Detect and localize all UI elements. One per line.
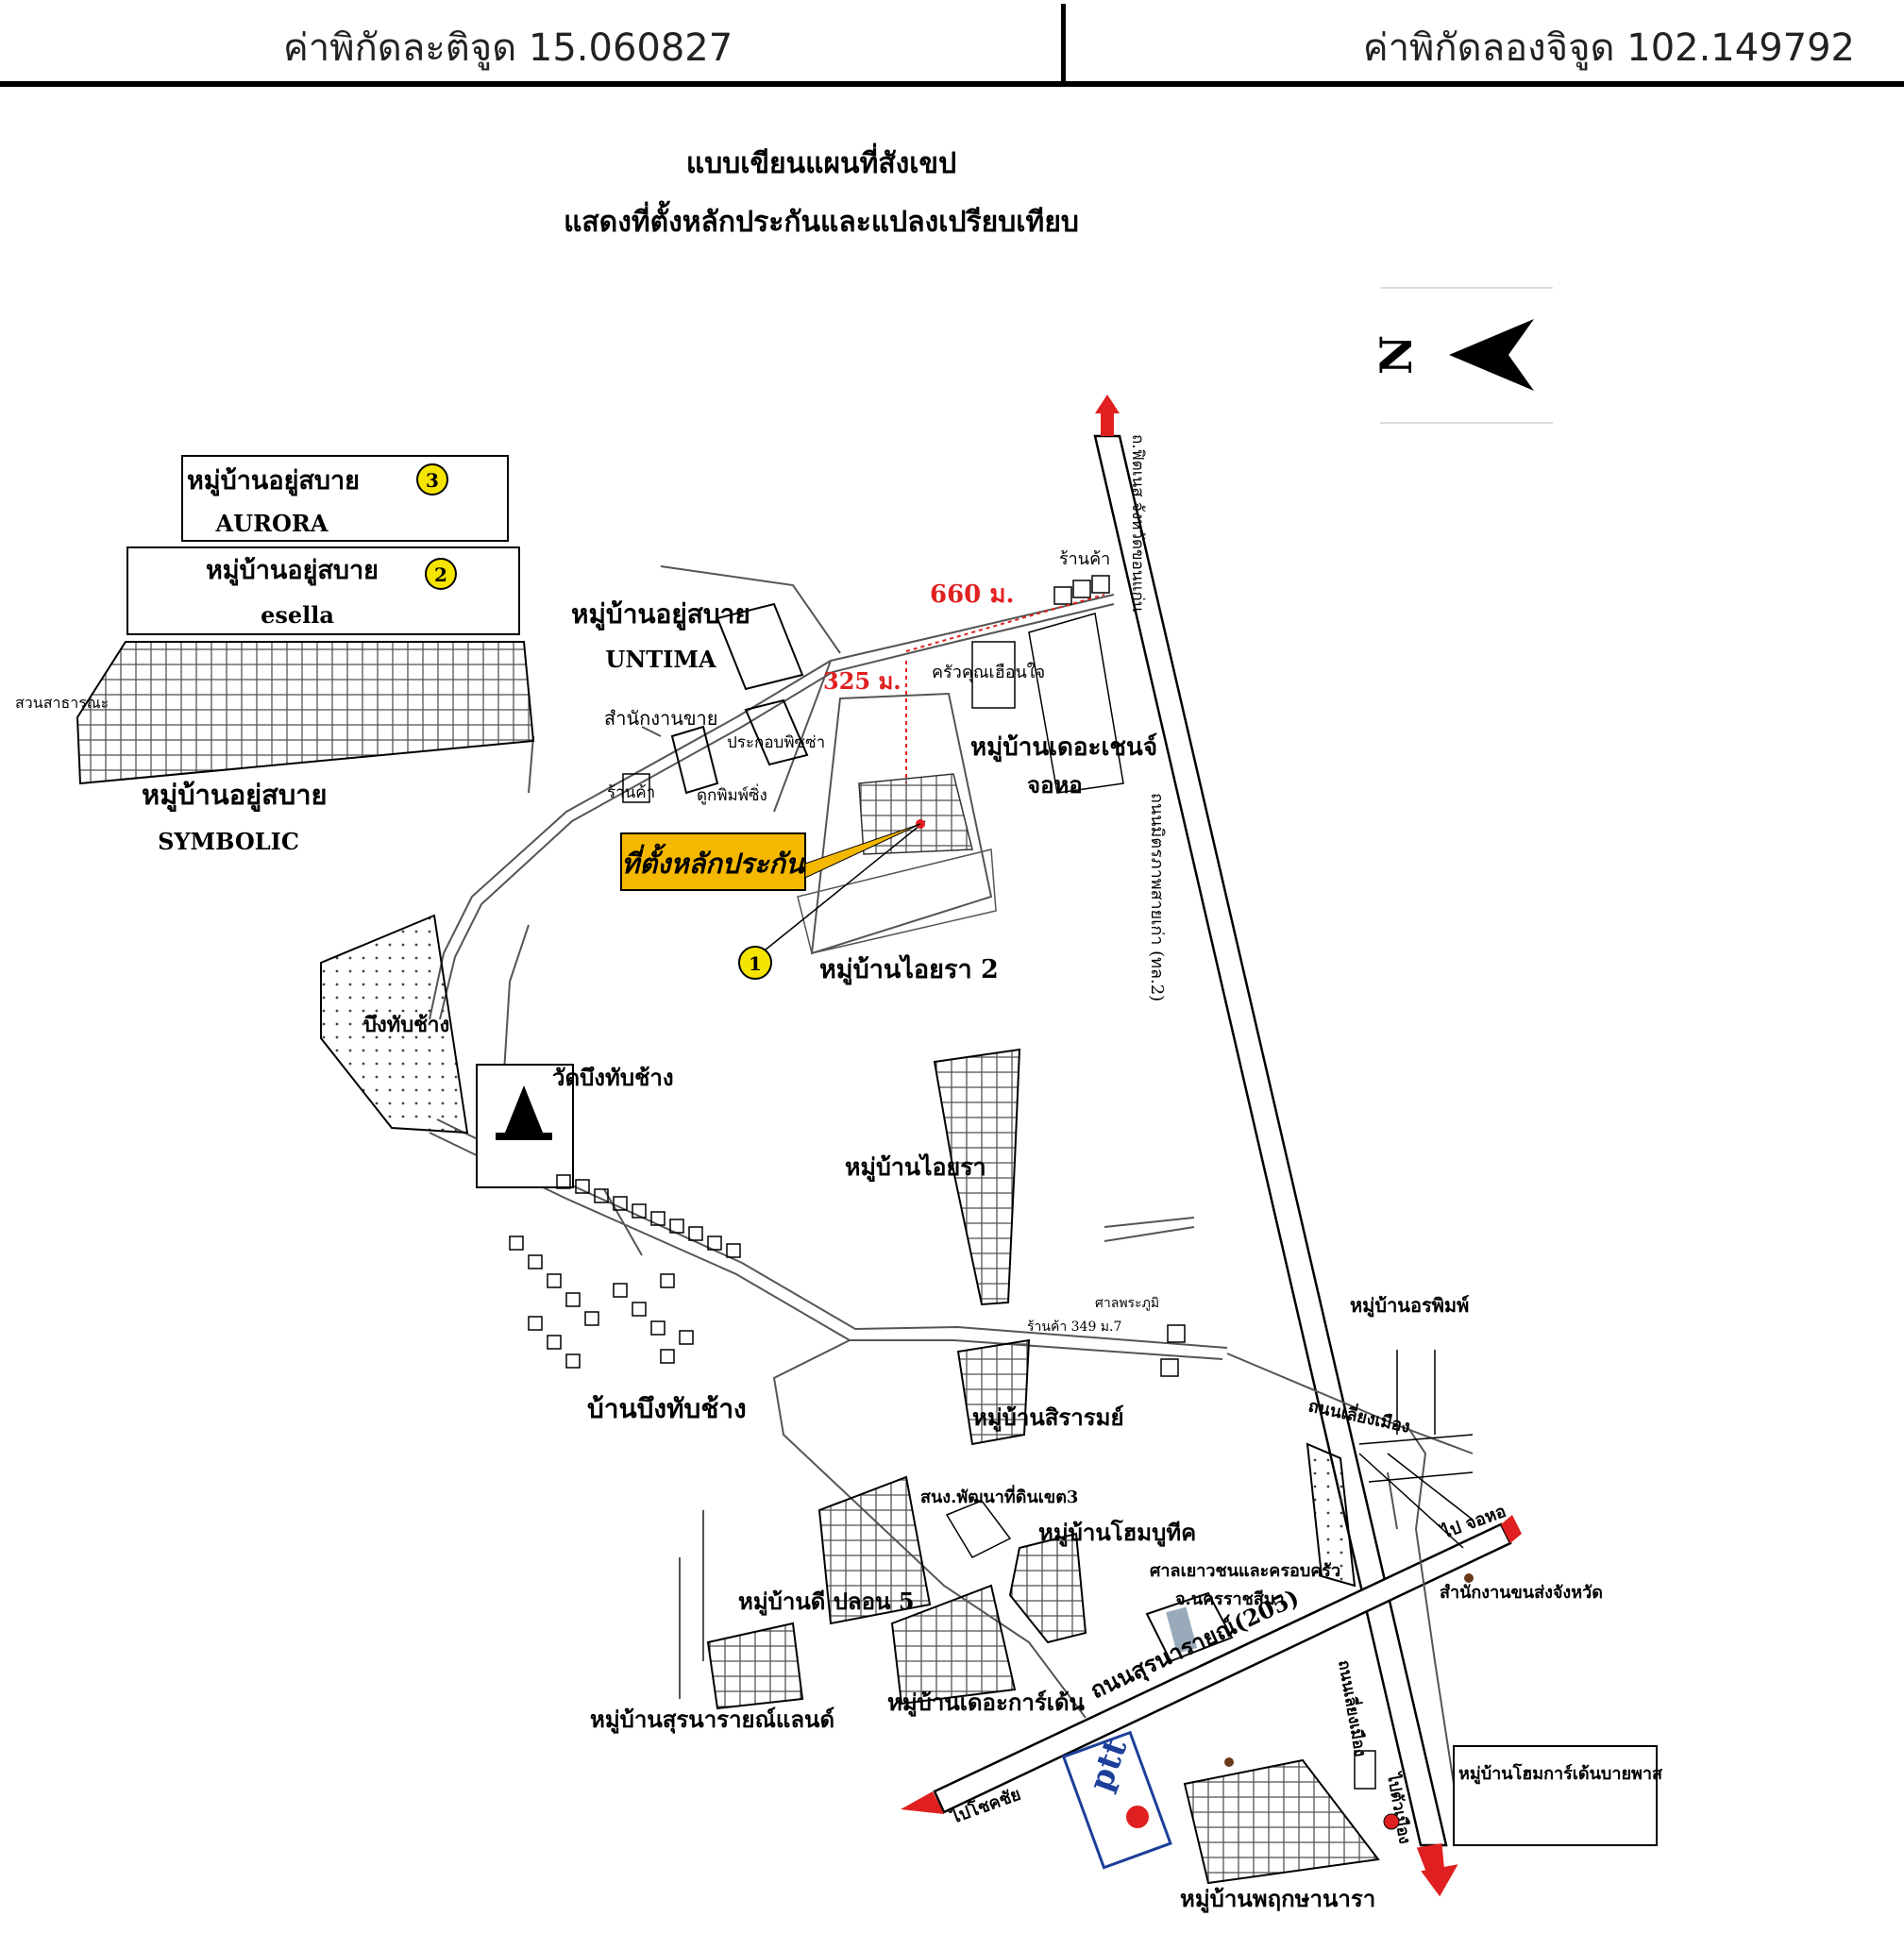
village-siram: หมู่บ้านสิรารมย์ ร้านค้า 349 ม.7 ศาลพระภ… [956, 1296, 1186, 1446]
sketch-map: N หมู่บ้านอยู่สบาย AURORA [15, 287, 1663, 1913]
header-divider [1061, 4, 1066, 83]
village-2-project: esella [261, 601, 334, 629]
land-office: สนง.พัฒนาที่ดินเขต3 [920, 1485, 1078, 1558]
collateral-label: ที่ตั้งหลักประกัน [621, 843, 805, 880]
factory-label: ดูกพิมพ์ซิ่ง [697, 783, 767, 805]
koranit-name: หมู่บ้านอรพิมพ์ [1350, 1294, 1469, 1319]
village-2-esella: หมู่บ้านอยู่สบาย esella 2 [126, 546, 520, 635]
shop3-label: ร้านค้า 349 ม.7 [1027, 1319, 1121, 1335]
village-iyara: หมู่บ้านไอยรา [845, 1048, 1021, 1306]
village-3-project: AURORA [215, 510, 329, 537]
pond-area: บึงทับช้าง [320, 914, 469, 1135]
map-subtitle: แสดงที่ตั้งหลักประกันและแปลงเปรียบเทียบ [564, 206, 1079, 239]
the-chain-sub: จอหอ [1027, 771, 1083, 798]
dee-name: หมู่บ้านดี ปลอน 5 [738, 1588, 915, 1616]
untima-name: หมู่บ้านอยู่สบาย [571, 598, 750, 630]
north-arrow-icon: N [1371, 287, 1553, 424]
village-3-name: หมู่บ้านอยู่สบาย [187, 466, 360, 496]
village-ban-pueng [509, 1174, 741, 1369]
shop-label-1: ร้านค้า [607, 783, 655, 802]
distance-660: 660 ม. [930, 580, 1015, 609]
ptt-logo: ptt [1061, 1730, 1172, 1870]
village-untima: หมู่บ้านอยู่สบาย UNTIMA สำนักงานขาย ประก… [571, 598, 825, 805]
suranarai-road [901, 1515, 1522, 1814]
juvenile-court: ศาลเยาวชนและครอบครัว จ.นครราชสีมา [1145, 1561, 1340, 1663]
distance-markers: 660 ม. 325 ม. [823, 580, 1105, 783]
longitude-label: ค่าพิกัดลองจิจูด 102.149792 [1362, 26, 1855, 70]
printing-label: ประกอบพิซซ่า [727, 733, 825, 752]
village-prueksa: หมู่บ้านพฤกษานารา [1180, 1757, 1380, 1913]
the-garden-name: หมู่บ้านเดอะการ์เด้น [887, 1689, 1086, 1717]
suranarai-name: หมู่บ้านสุรนารายณ์แลนด์ [590, 1706, 834, 1735]
village-the-chain: หมู่บ้านเดอะเชนจ์ จอหอ [970, 732, 1157, 798]
court-label: ศาลเยาวชนและครอบครัว [1150, 1561, 1340, 1581]
pond-label: บึงทับช้าง [363, 1013, 449, 1037]
siram-name: หมู่บ้านสิรารมย์ [972, 1404, 1124, 1432]
iyara-2-name: หมู่บ้านไอยรา 2 [819, 954, 999, 985]
map-title: แบบเขียนแผนที่สังเขป [685, 147, 957, 180]
bypass-label: ถนนเลี่ยงเมือง [1334, 1658, 1373, 1758]
highway-road [1093, 395, 1458, 1897]
moo-label: ศาลพระภูมิ [1095, 1296, 1159, 1311]
ban-pueng-label: บ้านบึงทับช้าง [587, 1393, 747, 1424]
temple: วัดบึงทับช้าง [476, 1064, 674, 1188]
untima-project: UNTIMA [605, 646, 716, 673]
symbolic-project: SYMBOLIC [158, 828, 299, 855]
land-office-label: สนง.พัฒนาที่ดินเขต3 [920, 1485, 1078, 1507]
marker-1: 1 [749, 952, 762, 975]
transport-label: สำนักงานขนส่งจังหวัด [1440, 1583, 1603, 1603]
village-home-btique: หมู่บ้านโฮมบูทีค [1008, 1519, 1196, 1644]
temple-label: วัดบึงทับช้าง [552, 1064, 674, 1091]
latitude-label: ค่าพิกัดละติจูด 15.060827 [283, 26, 733, 70]
marker-2: 2 [434, 563, 447, 586]
village-suranarai-land: หมู่บ้านสุรนารายณ์แลนด์ [590, 1510, 834, 1735]
village-2-name: หมู่บ้านอยู่สบาย [206, 556, 379, 586]
distance-325: 325 ม. [823, 667, 901, 695]
village-3-aurora: หมู่บ้านอยู่สบาย AURORA 3 [181, 455, 509, 542]
kitchen-label: ครัวคุณเฮือนใจ [932, 662, 1045, 682]
the-chain-name: หมู่บ้านเดอะเชนจ์ [970, 732, 1157, 763]
home-garden-name: หมู่บ้านโฮมการ์เด้นบายพาส [1458, 1763, 1663, 1785]
prueksa-name: หมู่บ้านพฤกษานารา [1180, 1885, 1375, 1913]
iyara-name: หมู่บ้านไอยรา [845, 1152, 986, 1183]
village-home-garden: หมู่บ้านโฮมการ์เด้นบายพาส [1354, 1745, 1663, 1846]
highway-name-label: ถนนมิตรภาพสายเก่า (ทล.2) [1147, 793, 1167, 1001]
park-label: สวนสาธารณะ [15, 694, 109, 712]
collateral-label-box: ที่ตั้งหลักประกัน 1 [620, 823, 921, 980]
highway-top-label: ถ.ฟิตเนส จังหวัดขอนแก่น [1128, 434, 1147, 613]
village-dee: หมู่บ้านดี ปลอน 5 หมู่บ้านเดอะการ์เด้น [738, 1475, 1086, 1717]
court-label-2: จ.นครราชสีมา [1175, 1589, 1285, 1609]
shop-label-2: ร้านค้า [1059, 549, 1110, 569]
home-btique-name: หมู่บ้านโฮมบูทีค [1038, 1519, 1196, 1547]
marker-3: 3 [426, 469, 439, 492]
shops-north: ร้านค้า ครัวคุณเฮือนใจ [932, 549, 1124, 794]
header-rule [0, 81, 1904, 87]
coordinate-header: ค่าพิกัดละติจูด 15.060827 ค่าพิกัดลองจิจ… [0, 0, 1904, 87]
village-iyara-2: หมู่บ้านไอยรา 2 [754, 692, 999, 985]
symbolic-name: หมู่บ้านอยู่สบาย [142, 779, 328, 812]
village-symbolic: สวนสาธารณะ หมู่บ้านอยู่สบาย SYMBOLIC [15, 641, 535, 855]
north-letter: N [1371, 335, 1422, 375]
office-label: สำนักงานขาย [604, 707, 718, 730]
highway-labels: ถ.ฟิตเนส จังหวัดขอนแก่น ถนนมิตรภาพสายเก่… [1128, 434, 1167, 1001]
